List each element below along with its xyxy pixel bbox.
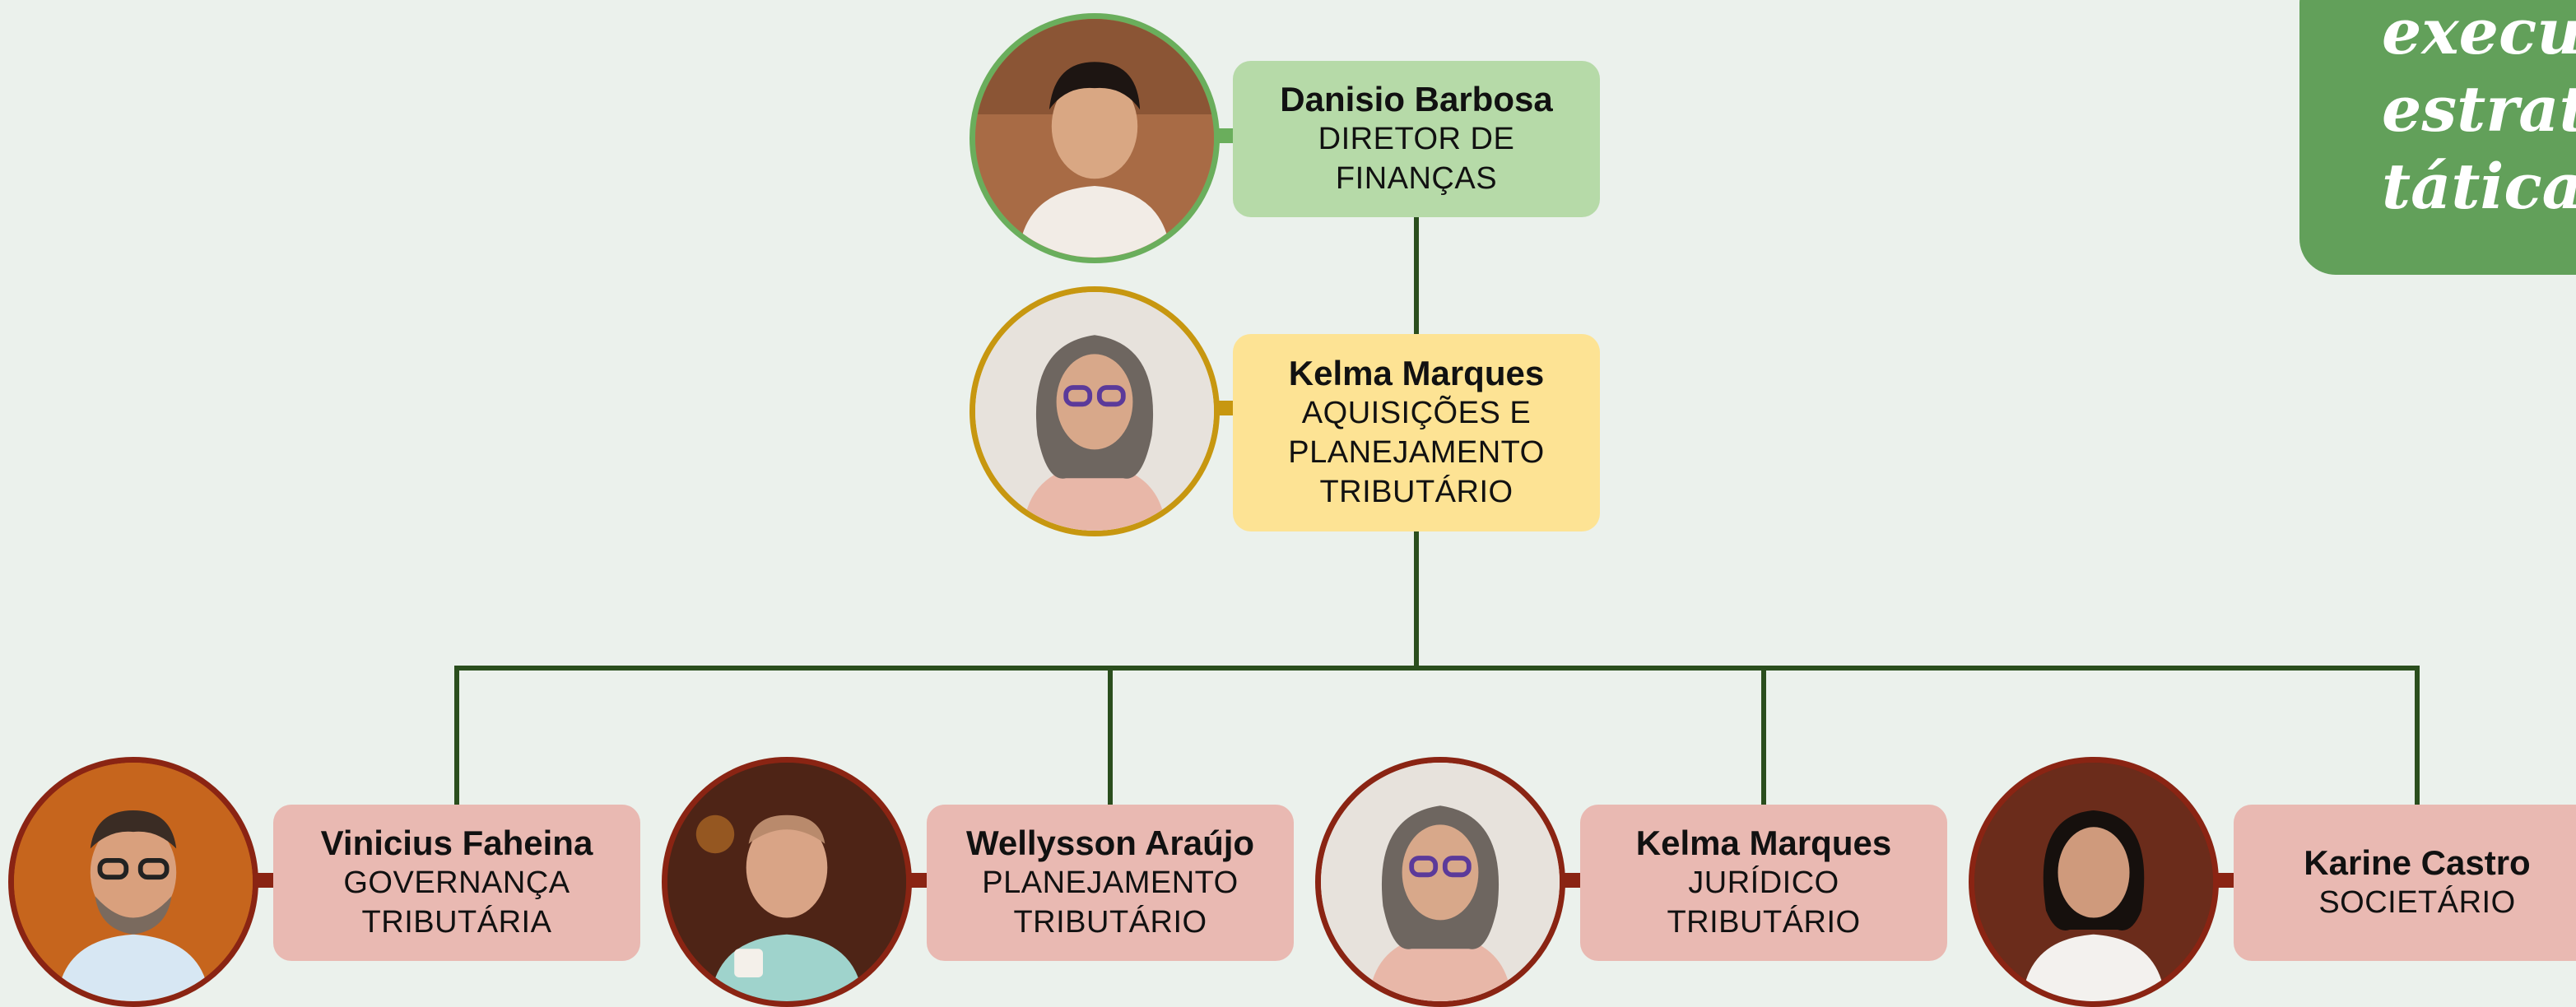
callout-line-2: estrat <box>2382 72 2576 146</box>
person-photo-icon <box>975 292 1214 531</box>
person-photo-icon <box>1321 763 1560 1001</box>
team-role-2-line-2: TRIBUTÁRIO <box>1013 905 1207 940</box>
person-photo-icon <box>14 763 253 1001</box>
person-photo-icon <box>975 19 1214 258</box>
manager-role-line-2: PLANEJAMENTO <box>1288 435 1545 470</box>
director-role-line-1: DIRETOR DE <box>1318 122 1515 156</box>
callout-line-3: tática <box>2382 150 2576 223</box>
team-role-2-line-1: PLANEJAMENTO <box>982 865 1239 900</box>
person-photo-icon <box>667 763 906 1001</box>
manager-name: Kelma Marques <box>1288 354 1545 392</box>
team-name-3: Kelma Marques <box>1635 824 1892 862</box>
team-card-3: Kelma Marques JURÍDICO TRIBUTÁRIO <box>1580 805 1947 961</box>
team-role-3-line-1: JURÍDICO <box>1688 865 1839 900</box>
team-photo-1 <box>8 757 258 1007</box>
team-role-3-line-2: TRIBUTÁRIO <box>1667 905 1861 940</box>
manager-role-line-1: AQUISIÇÕES E <box>1301 396 1532 430</box>
team-role-4-line-1: SOCIETÁRIO <box>2318 885 2516 920</box>
manager-role-line-3: TRIBUTÁRIO <box>1319 475 1514 509</box>
team-name-4: Karine Castro <box>2304 843 2531 882</box>
team-card-1: Vinicius Faheina GOVERNANÇA TRIBUTÁRIA <box>273 805 640 961</box>
team-card-2: Wellysson Araújo PLANEJAMENTO TRIBUTÁRIO <box>927 805 1294 961</box>
team-card-4: Karine Castro SOCIETÁRIO <box>2234 805 2576 961</box>
manager-photo <box>969 286 1220 536</box>
team-name-1: Vinicius Faheina <box>320 824 593 862</box>
team-photo-4 <box>1969 757 2219 1007</box>
manager-card: Kelma Marques AQUISIÇÕES E PLANEJAMENTO … <box>1233 334 1600 531</box>
strategy-callout: execut estrat tática <box>2299 0 2576 275</box>
team-role-1-line-1: GOVERNANÇA <box>343 865 570 900</box>
director-photo <box>969 13 1220 263</box>
director-card: Danisio Barbosa DIRETOR DE FINANÇAS <box>1233 61 1600 217</box>
team-photo-2 <box>662 757 912 1007</box>
callout-line-1: execut <box>2382 0 2576 68</box>
team-photo-3 <box>1315 757 1565 1007</box>
director-role-line-2: FINANÇAS <box>1335 161 1498 196</box>
team-role-1-line-2: TRIBUTÁRIA <box>361 905 552 940</box>
director-name: Danisio Barbosa <box>1280 80 1553 118</box>
team-name-2: Wellysson Araújo <box>965 824 1255 862</box>
person-photo-icon <box>1974 763 2213 1001</box>
